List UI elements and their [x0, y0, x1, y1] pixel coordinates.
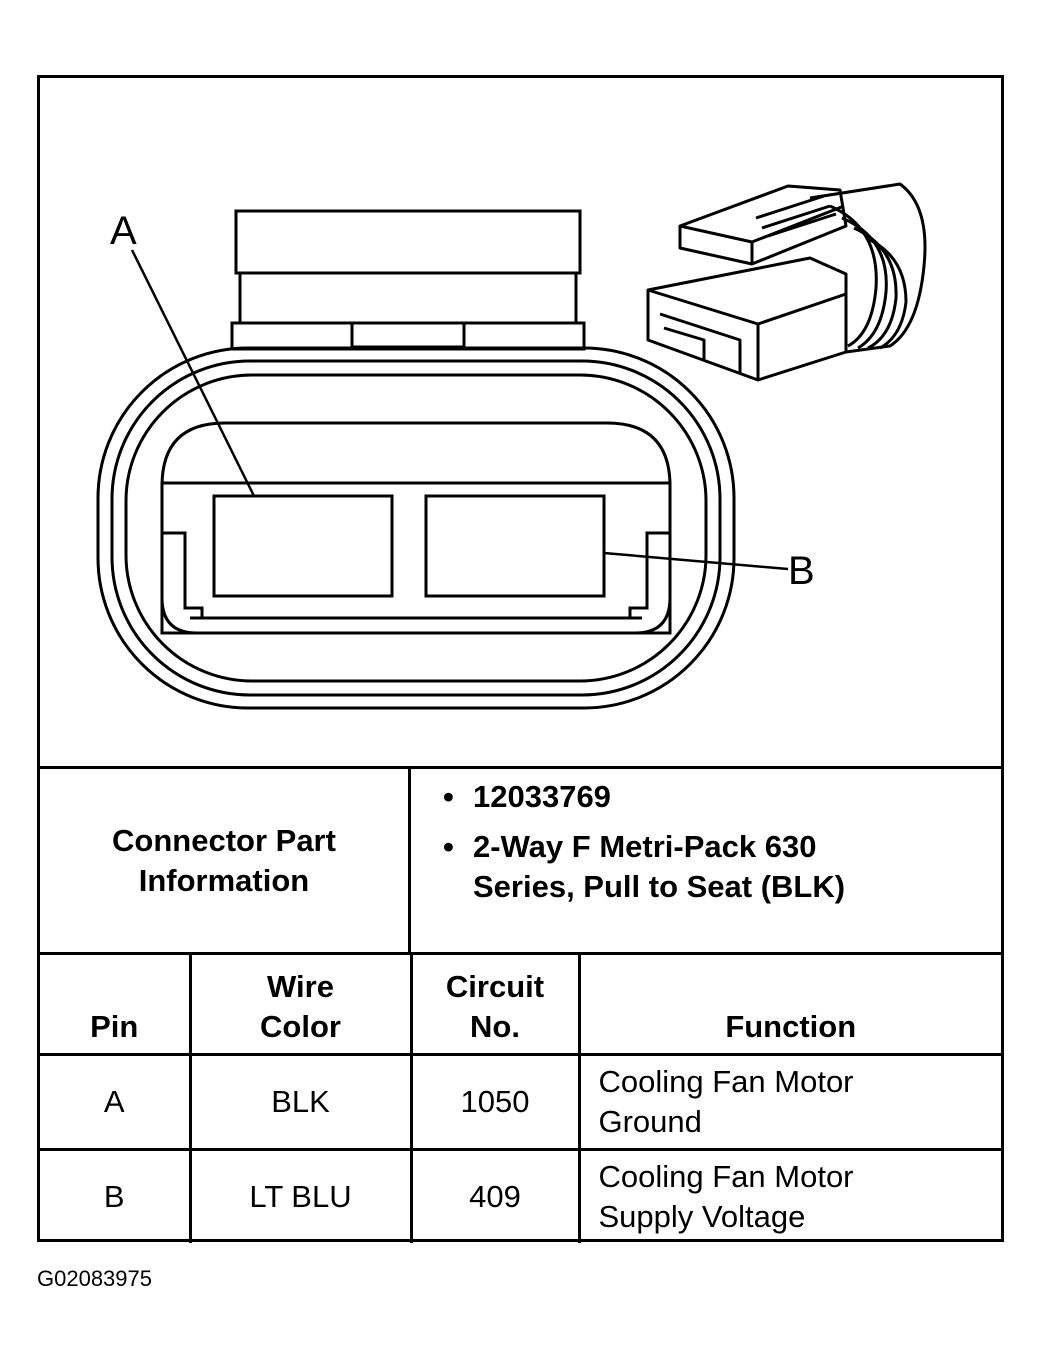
connector-illustration: A B	[96, 182, 927, 710]
figure-id: G02083975	[37, 1266, 152, 1291]
pin-table: Pin Wire Color Circuit No. Function A BL…	[40, 952, 1001, 1243]
connector-frame: A B Connector Part Information 12033769 …	[37, 75, 1004, 1243]
pin-cell: B	[40, 1148, 192, 1243]
cavity-a	[212, 494, 394, 598]
circuit-cell: 1050	[409, 1053, 581, 1151]
connector-perspective-icon	[646, 182, 927, 382]
header-function: Function	[577, 952, 1001, 1056]
wire-color-cell: LT BLU	[188, 1148, 413, 1243]
function-cell: Cooling Fan Motor Ground	[577, 1053, 1001, 1151]
connector-shell	[96, 346, 736, 710]
part-number: 12033769	[443, 777, 853, 817]
callout-b: B	[788, 549, 815, 593]
leader-a	[130, 249, 256, 497]
pin-table-header: Pin Wire Color Circuit No. Function	[40, 952, 1001, 1056]
connector-latch	[230, 209, 586, 351]
connector-info-list: 12033769 2-Way F Metri-Pack 630 Series, …	[411, 769, 1001, 952]
table-row: A BLK 1050 Cooling Fan Motor Ground	[40, 1053, 1001, 1151]
header-pin: Pin	[40, 952, 192, 1056]
circuit-cell: 409	[409, 1148, 581, 1243]
connector-info-label: Connector Part Information	[40, 769, 411, 952]
function-cell: Cooling Fan Motor Supply Voltage	[577, 1148, 1001, 1243]
callout-a: A	[110, 209, 137, 253]
connector-description: 2-Way F Metri-Pack 630 Series, Pull to S…	[443, 827, 853, 907]
leader-b	[603, 551, 789, 571]
wire-color-cell: BLK	[188, 1053, 413, 1151]
pin-cell: A	[40, 1053, 192, 1151]
connector-part-info: Connector Part Information 12033769 2-Wa…	[40, 766, 1001, 952]
header-wire-color: Wire Color	[188, 952, 413, 1056]
header-circuit-no: Circuit No.	[409, 952, 581, 1056]
cavity-b	[424, 494, 606, 598]
table-row: B LT BLU 409 Cooling Fan Motor Supply Vo…	[40, 1148, 1001, 1243]
